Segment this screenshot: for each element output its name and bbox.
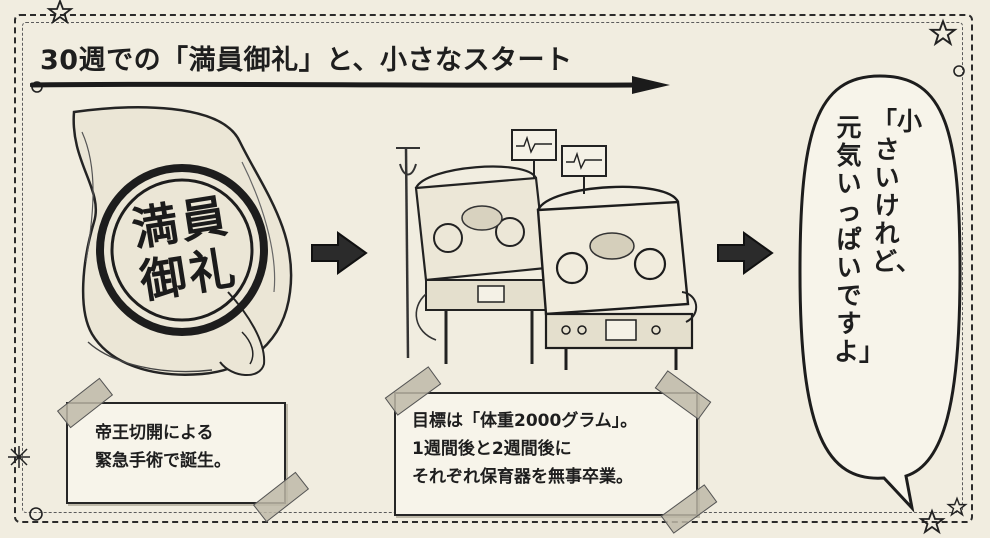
star-icon [8,446,30,468]
star-icon [46,0,74,25]
title-arrow-underline [30,76,670,94]
speech-column-1: 「小さいけれど、 [872,107,923,276]
pregnant-belly-illustration [72,106,293,377]
circle-doodle-icon [29,507,43,521]
caption-birth: 帝王切開による 緊急手術で誕生。 [66,402,286,504]
caption-birth-line-1: 帝王切開による [95,423,214,443]
monitor-icon [511,129,557,180]
arrow-right-icon [717,231,774,275]
star-icon [928,18,958,47]
circle-doodle-icon [953,65,965,77]
caption-birth-line-2: 緊急手術で誕生。 [95,451,231,472]
frame-border [14,14,973,523]
star-icon [918,508,946,535]
page-title: 30週での「満員御礼」と、小さなスタート [40,45,573,76]
caption-goal-line-3: それぞれ保育器を無事卒業。 [412,467,633,488]
caption-goal: 目標は「体重2000グラム」。 1週間後と2週間後に それぞれ保育器を無事卒業。 [394,392,698,516]
caption-goal-line-2: 1週間後と2週間後に [412,439,572,460]
star-icon [946,496,968,517]
incubator-illustration [396,129,697,370]
caption-goal-line-1: 目標は「体重2000グラム」。 [412,411,638,431]
arrow-right-icon [311,231,368,275]
monitor-icon [561,145,607,194]
speech-bubble [798,74,962,512]
speech-column-2: 元気いっぱいですよ」 [834,113,885,366]
